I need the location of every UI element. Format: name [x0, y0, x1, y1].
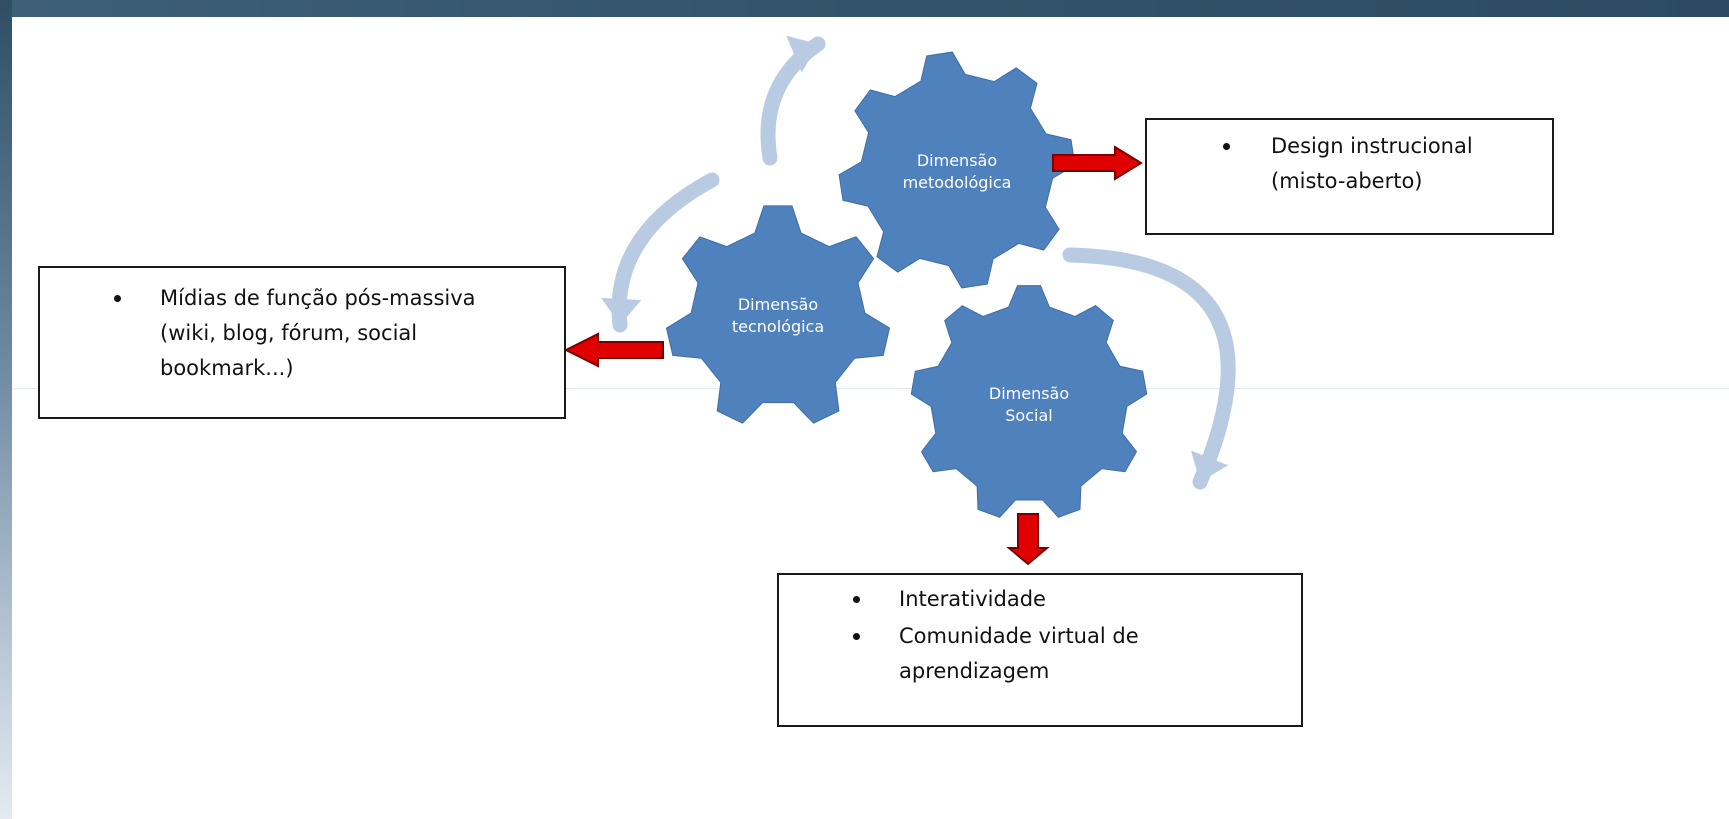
bullet-icon — [114, 295, 121, 302]
cycle-arrow-top — [760, 36, 826, 166]
bullet-icon — [853, 633, 860, 640]
gear-social — [910, 285, 1148, 518]
box-tecnologica-output: Mídias de função pós-massiva (wiki, blog… — [38, 266, 566, 419]
gear-label-line: metodológica — [902, 173, 1012, 192]
red-arrow-down — [1006, 513, 1050, 566]
faint-divider-line — [12, 388, 1729, 389]
red-arrow-right — [1052, 145, 1143, 181]
cycle-arrow-right-head — [1191, 450, 1229, 482]
cycle-arrow-top-head — [786, 35, 818, 73]
gear-label-line: Dimensão — [916, 151, 998, 170]
header-band — [0, 0, 1729, 17]
box-line: Mídias de função pós-massiva — [160, 286, 476, 310]
box-item: Interatividade — [853, 582, 1046, 617]
gear-label-line: Dimensão — [737, 295, 819, 314]
cycle-arrow-left-head — [601, 298, 642, 325]
box-line: Design instrucional — [1271, 134, 1473, 158]
gear-label-tecnologica: Dimensão tecnológica — [732, 294, 824, 338]
box-item: Mídias de função pós-massiva (wiki, blog… — [114, 281, 476, 386]
box-line: Comunidade virtual de — [899, 624, 1139, 648]
left-band — [0, 0, 12, 819]
box-line: Interatividade — [899, 587, 1046, 611]
box-line: aprendizagem — [899, 659, 1050, 683]
gear-label-line: Dimensão — [988, 384, 1070, 403]
bullet-icon — [853, 596, 860, 603]
box-metodologica-output: Design instrucional (misto-aberto) — [1145, 118, 1554, 235]
gear-label-social: Dimensão Social — [989, 383, 1069, 427]
gear-label-line: Social — [1005, 406, 1053, 425]
gear-tecnologica — [665, 205, 891, 424]
bullet-icon — [1223, 143, 1230, 150]
box-social-output: Interatividade Comunidade virtual de apr… — [777, 573, 1303, 727]
red-arrow-left — [563, 332, 664, 368]
box-line: (wiki, blog, fórum, social — [160, 321, 418, 345]
box-line: (misto-aberto) — [1271, 169, 1423, 193]
box-item: Design instrucional (misto-aberto) — [1223, 129, 1473, 199]
box-item: Comunidade virtual de aprendizagem — [853, 619, 1139, 689]
gear-label-line: tecnológica — [731, 317, 825, 336]
gear-metodologica — [838, 51, 1076, 289]
cycle-arrow-right — [1062, 247, 1236, 490]
gear-label-metodologica: Dimensão metodológica — [903, 150, 1012, 194]
box-line: bookmark...) — [160, 356, 294, 380]
